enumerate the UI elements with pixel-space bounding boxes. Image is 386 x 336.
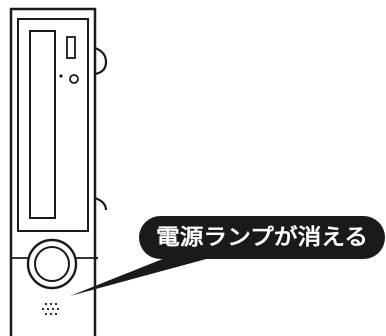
optical-drive bbox=[17, 18, 89, 232]
drive-emergency-eject-icon bbox=[69, 74, 79, 84]
power-lamp-icon bbox=[41, 302, 60, 316]
callout-pointer bbox=[70, 256, 210, 296]
drive-indicator-icon bbox=[59, 74, 63, 78]
eject-button-icon bbox=[66, 36, 76, 59]
callout-balloon: 電源ランプが消える bbox=[70, 216, 385, 296]
power-button-icon bbox=[26, 238, 78, 290]
optical-drive-tray bbox=[29, 30, 56, 219]
callout-box bbox=[139, 216, 385, 259]
callout-label: 電源ランプが消える bbox=[156, 225, 368, 251]
tower-side-panel bbox=[94, 46, 108, 260]
